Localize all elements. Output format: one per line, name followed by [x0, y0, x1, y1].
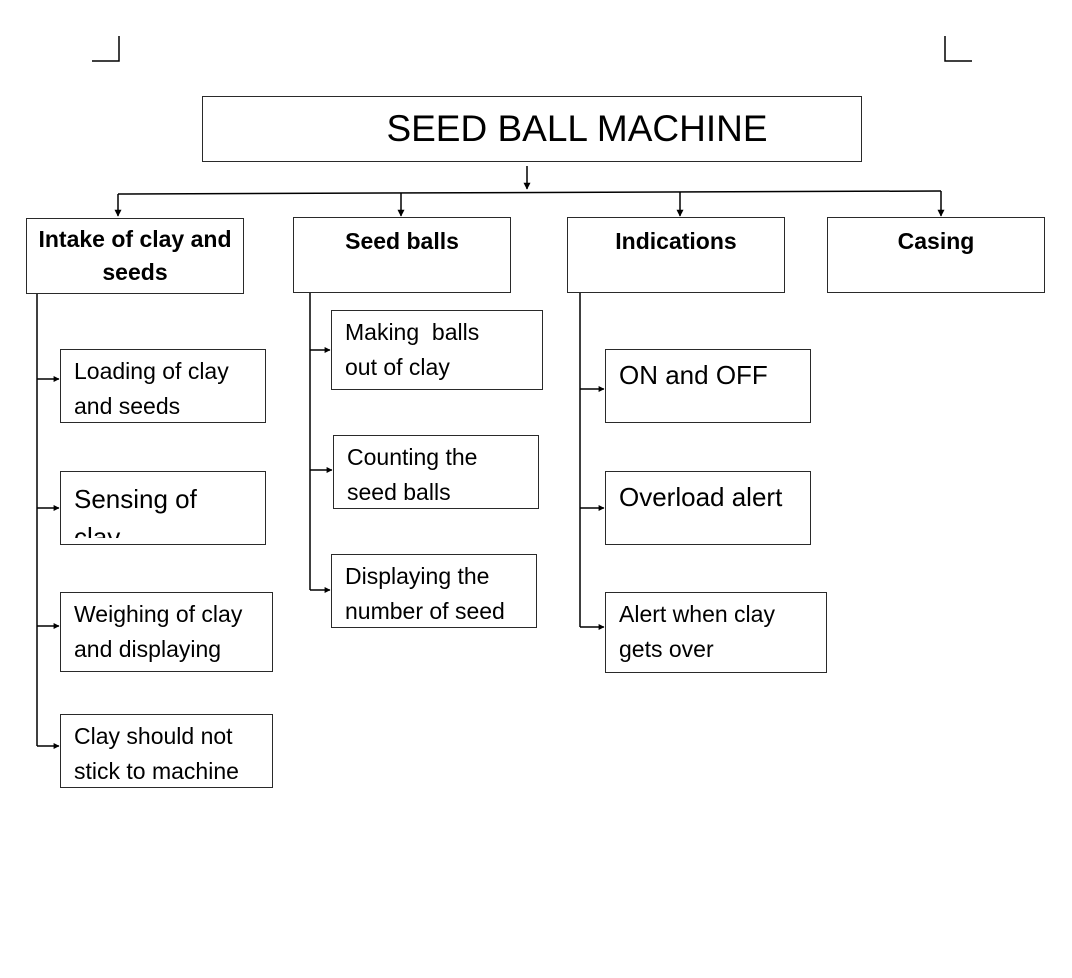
main-bus: [117, 190, 942, 195]
category-casing-label: Casing: [897, 228, 975, 254]
intake-item-sensing: Sensing of clay: [60, 471, 266, 545]
item-label: ON and OFF: [619, 360, 768, 390]
indication-item-clay-over: Alert when clay gets over: [605, 592, 827, 673]
item-label: Weighing of clay and displaying: [74, 601, 243, 662]
intake-item-weighing: Weighing of clay and displaying: [60, 592, 273, 672]
item-label: Sensing of clay: [74, 484, 197, 538]
title-box: SEED BALL MACHINE: [202, 96, 862, 162]
page-corner-mark-left: [92, 36, 120, 62]
intake-item-loading: Loading of clay and seeds: [60, 349, 266, 423]
item-label: Making balls out of clay: [345, 319, 486, 380]
item-label: Counting the seed balls: [347, 444, 478, 505]
category-intake: Intake of clay and seeds: [26, 218, 244, 294]
indication-item-overload: Overload alert: [605, 471, 811, 545]
category-seed-balls: Seed balls: [293, 217, 511, 293]
item-label: Alert when clay gets over: [619, 601, 775, 662]
category-seed-balls-label: Seed balls: [345, 228, 459, 254]
seed-item-counting: Counting the seed balls: [333, 435, 539, 509]
item-label: Clay should not stick to machine: [74, 723, 239, 784]
page-corner-mark-right: [944, 36, 972, 62]
seed-item-displaying: Displaying the number of seed: [331, 554, 537, 628]
category-indications-label: Indications: [615, 228, 737, 254]
item-label: Displaying the number of seed: [345, 563, 505, 624]
item-label: Overload alert: [619, 482, 783, 512]
category-intake-label: Intake of clay and seeds: [38, 226, 232, 285]
item-label: Loading of clay and seeds: [74, 358, 229, 419]
category-indications: Indications: [567, 217, 785, 293]
seed-item-making: Making balls out of clay: [331, 310, 543, 390]
indication-item-on-off: ON and OFF: [605, 349, 811, 423]
category-casing: Casing: [827, 217, 1045, 293]
intake-item-clay-stick: Clay should not stick to machine: [60, 714, 273, 788]
diagram-title: SEED BALL MACHINE: [386, 108, 768, 149]
